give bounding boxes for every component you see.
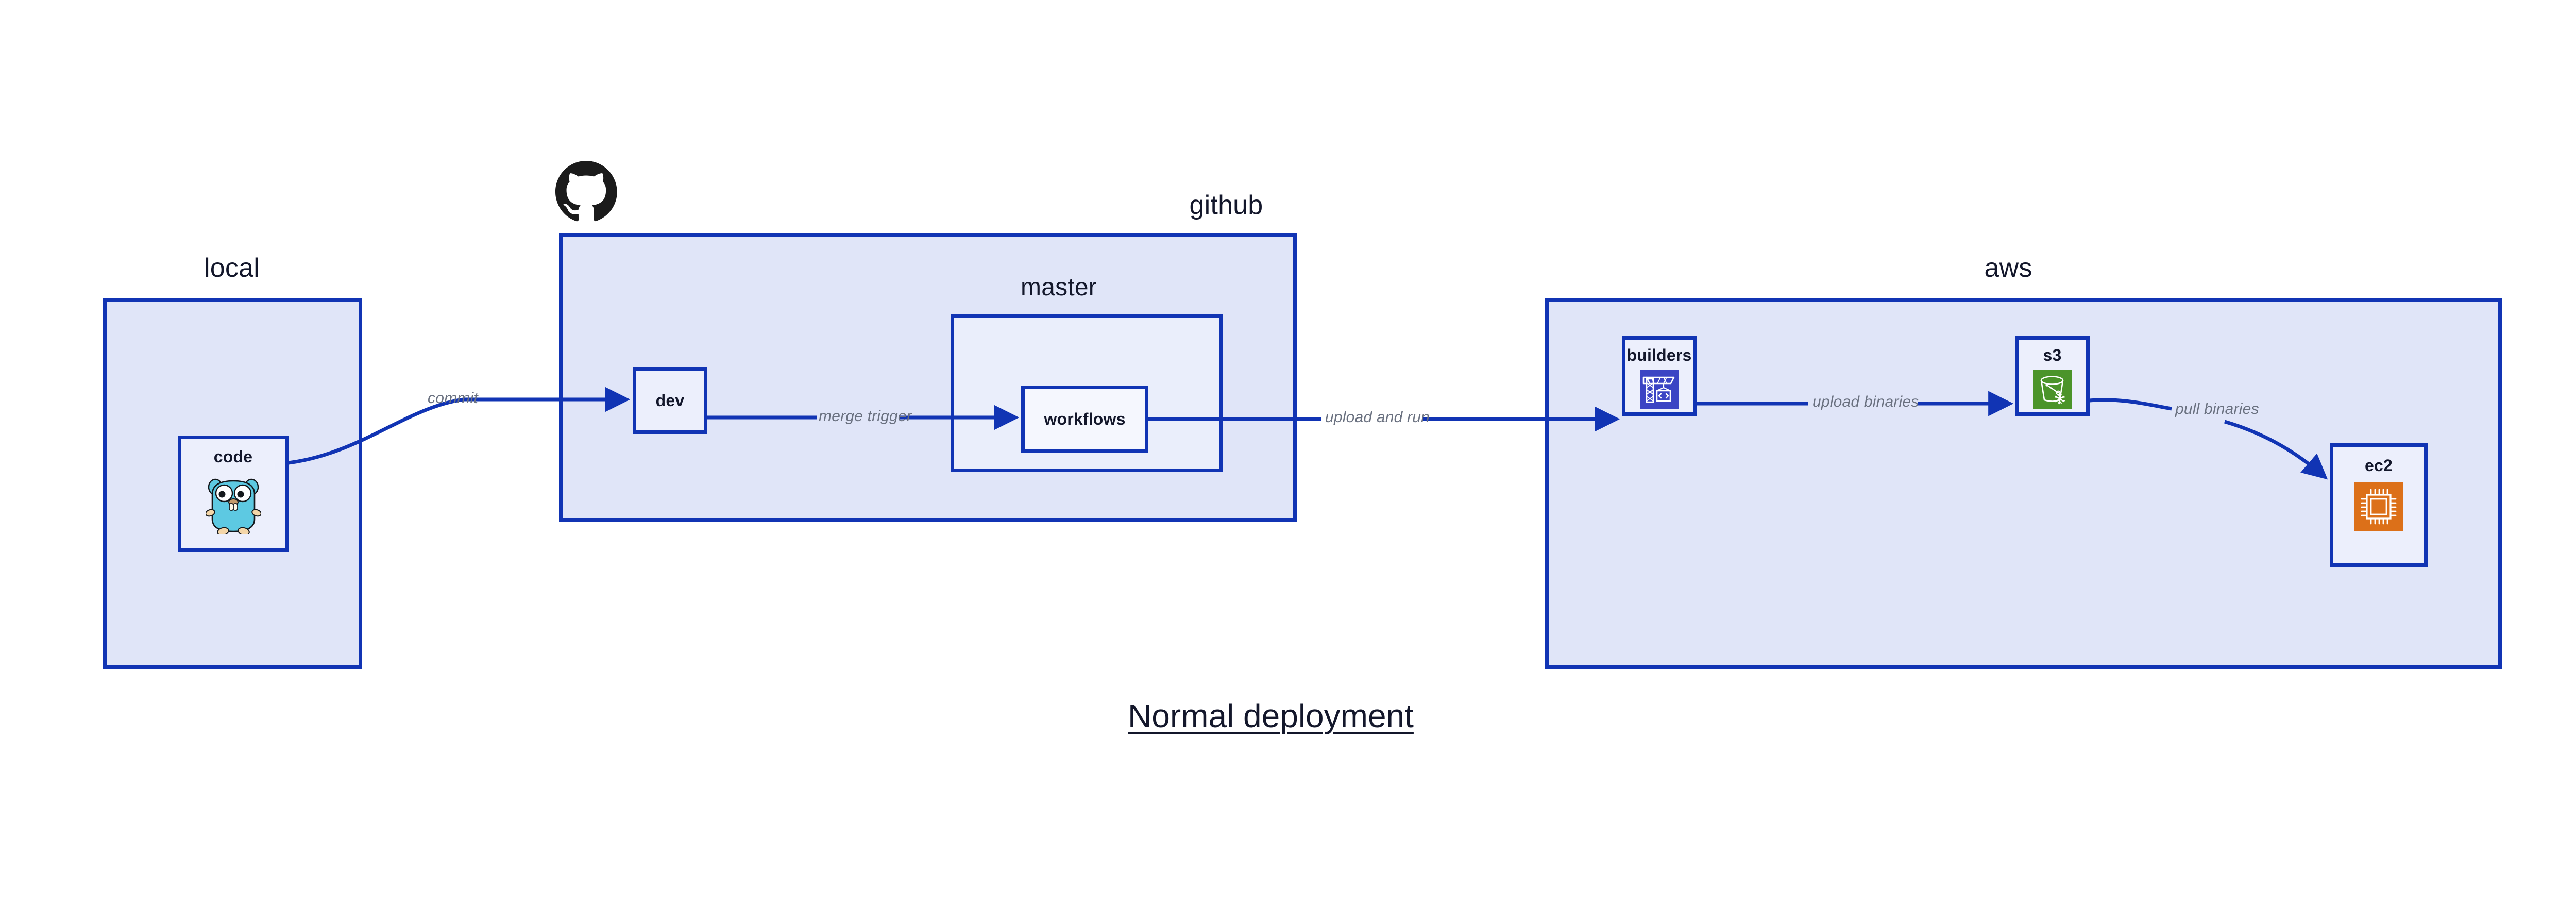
node-ec2[interactable]: ec2 xyxy=(2330,443,2428,567)
node-code[interactable]: code xyxy=(178,436,289,552)
node-code-label: code xyxy=(213,447,253,466)
group-label-aws: aws xyxy=(1984,253,2032,283)
node-builders[interactable]: builders xyxy=(1622,336,1697,416)
github-octocat-icon xyxy=(555,161,617,222)
edge-label-upload-and-run: upload and run xyxy=(1325,409,1430,426)
node-dev[interactable]: dev xyxy=(633,367,707,434)
edge-label-merge-trigger: merge trigger xyxy=(819,408,912,425)
node-workflows[interactable]: workflows xyxy=(1021,386,1148,453)
aws-codebuild-crane-icon xyxy=(1639,370,1679,412)
group-label-github: github xyxy=(1189,190,1263,220)
edge-label-pull-binaries: pull binaries xyxy=(2175,400,2259,417)
node-dev-label: dev xyxy=(655,391,685,410)
node-ec2-label: ec2 xyxy=(2365,456,2393,475)
node-workflows-label: workflows xyxy=(1044,409,1126,428)
node-s3[interactable]: s3 xyxy=(2015,336,2090,416)
diagram-caption: Normal deployment xyxy=(1128,697,1414,734)
node-s3-label: s3 xyxy=(2043,346,2062,364)
node-builders-label: builders xyxy=(1626,346,1692,364)
group-label-local: local xyxy=(204,253,260,283)
go-gopher-icon xyxy=(205,474,262,537)
edge-label-upload-binaries: upload binaries xyxy=(1812,393,1919,410)
group-label-master: master xyxy=(1021,274,1097,301)
edge-label-commit: commit xyxy=(428,390,478,407)
aws-ec2-chip-icon xyxy=(2354,482,2403,533)
aws-s3-bucket-icon xyxy=(2032,370,2072,412)
